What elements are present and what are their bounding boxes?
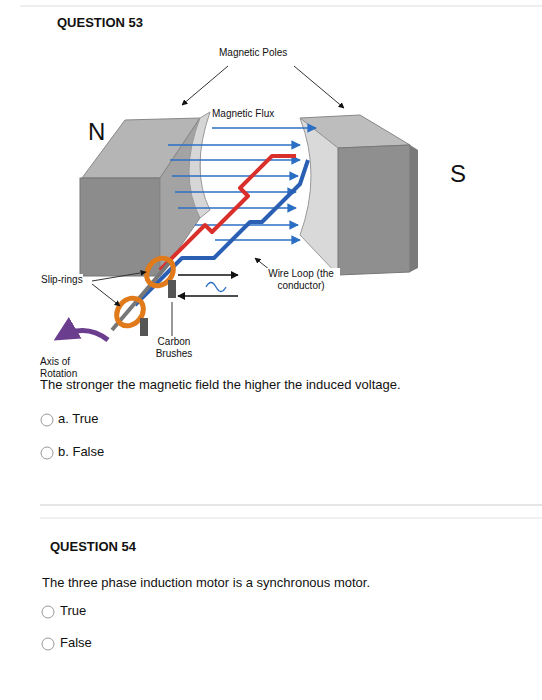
magnet-pole-n: N	[80, 112, 210, 278]
magnet-pole-s: S	[298, 110, 478, 278]
output-arrows	[178, 275, 238, 296]
answer-option: b. False	[58, 445, 104, 460]
question-text: The three phase induction motor is a syn…	[42, 576, 370, 591]
rotation-arrow	[58, 330, 108, 340]
part-label: Axis of Rotation	[40, 356, 88, 379]
carbon-brushes	[140, 280, 176, 336]
question-heading: QUESTION 54	[50, 540, 136, 555]
answer-option: a. True	[58, 412, 98, 427]
part-label: Slip-rings	[41, 274, 83, 286]
radio-buttons	[41, 414, 54, 650]
question-heading: QUESTION 53	[57, 16, 143, 31]
part-label: Carbon Brushes	[146, 336, 202, 359]
page-rule	[20, 6, 542, 7]
part-label: Magnetic Flux	[212, 108, 274, 120]
answer-option: True	[60, 604, 86, 619]
question-text: The stronger the magnetic field the high…	[40, 378, 401, 393]
leader-lines	[92, 66, 344, 336]
part-label: Wire Loop (the conductor)	[262, 268, 340, 291]
page-rule	[40, 518, 542, 519]
answer-option: False	[60, 636, 92, 651]
pole-letter: S	[450, 160, 466, 188]
s-magnet	[300, 115, 418, 275]
pole-letter: N	[88, 118, 105, 146]
page-rule	[40, 505, 542, 506]
n-magnet	[80, 112, 210, 276]
part-label: Magnetic Poles	[219, 47, 287, 59]
